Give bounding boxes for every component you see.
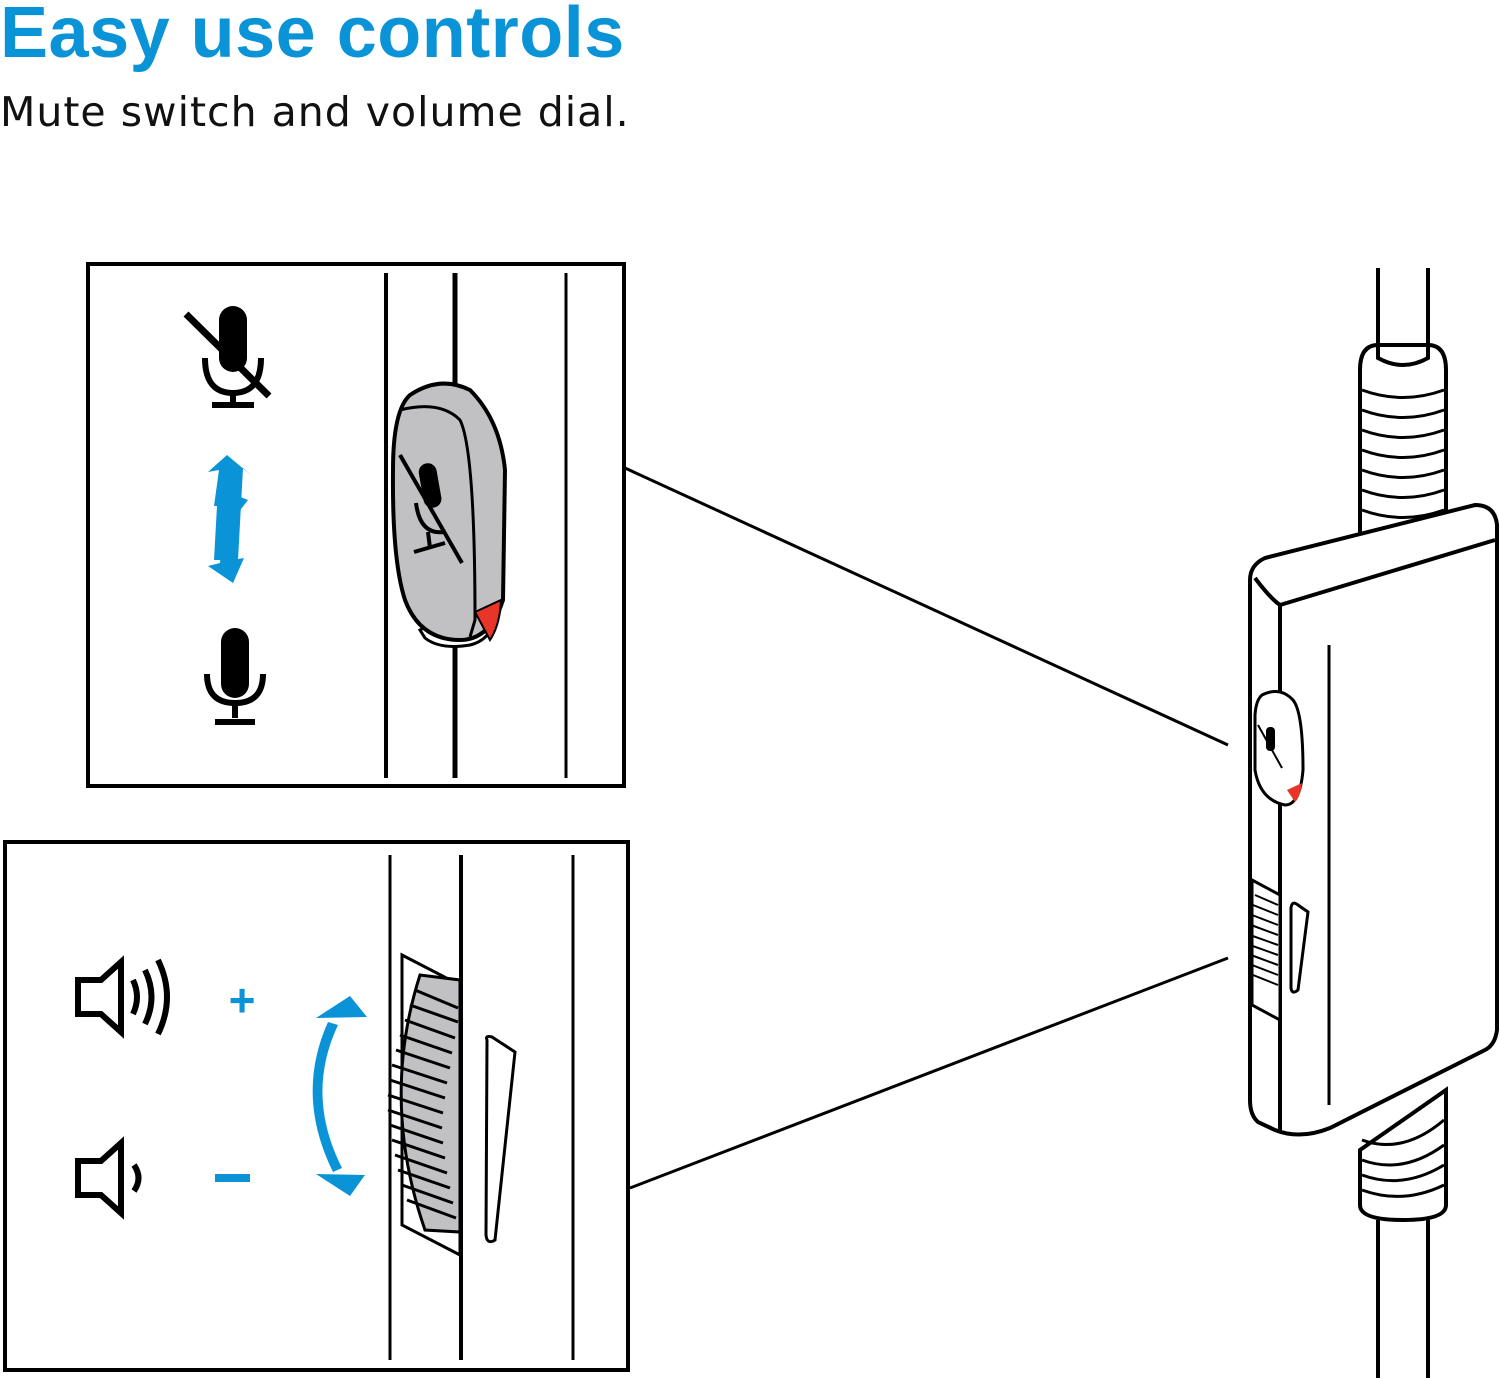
speaker-loud-icon	[75, 955, 170, 1039]
mic-muted-icon	[183, 306, 272, 408]
mic-icon	[204, 628, 266, 725]
volume-dial-closeup	[387, 952, 517, 1258]
speaker-quiet-icon	[75, 1136, 142, 1220]
page-subtitle: Mute switch and volume dial.	[0, 88, 630, 136]
up-down-arrow-icon	[208, 455, 252, 583]
mute-switch-closeup	[390, 381, 508, 648]
inline-remote-device	[1248, 268, 1499, 1378]
curved-double-arrow-icon	[312, 996, 367, 1196]
volume-plus-label: +	[229, 974, 256, 1026]
volume-minus-label	[215, 1174, 250, 1182]
volume-dial-panel: +	[3, 840, 630, 1372]
page-title: Easy use controls	[0, 0, 625, 73]
mute-switch-panel	[86, 262, 626, 788]
leader-lines	[624, 466, 1229, 1190]
